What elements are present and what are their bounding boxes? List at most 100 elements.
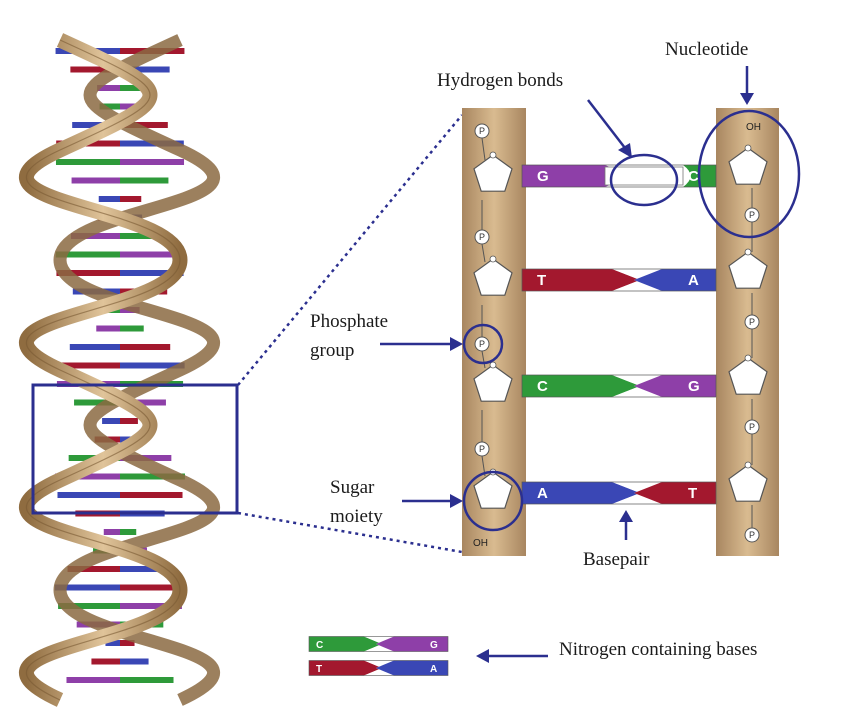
- double-helix: [19, 33, 220, 707]
- phosphate-symbol: P: [749, 317, 755, 327]
- helix-base-segment: [120, 233, 170, 239]
- basepair-label: Basepair: [583, 549, 650, 570]
- helix-base-segment: [71, 177, 120, 184]
- helix-base-segment: [120, 603, 182, 609]
- helix-base-segment: [96, 325, 120, 332]
- phosphate-group: P: [744, 314, 760, 330]
- base-left-bar: [522, 375, 640, 397]
- base-right-bar: [634, 269, 716, 291]
- legend-right-bar: [376, 636, 448, 652]
- helix-base-segment: [102, 418, 120, 424]
- helix-base-segment: [55, 159, 120, 165]
- base-right-letter: C: [688, 168, 699, 185]
- helix-base-segment: [70, 66, 120, 73]
- base-left-bar: [522, 269, 640, 291]
- helix-base-segment: [120, 325, 144, 332]
- sugar-ring: [473, 468, 513, 509]
- helix-base-segment: [120, 529, 137, 535]
- phosphate-highlight-circle: [462, 323, 504, 365]
- helix-base-segment: [120, 399, 166, 406]
- helix-strand-front-edge: [25, 39, 181, 701]
- helix-base-segment: [120, 85, 143, 91]
- hydroxyl-top-label: OH: [746, 122, 761, 133]
- legend-right-letter: A: [430, 664, 437, 675]
- helix-base-segment: [120, 66, 170, 73]
- helix-base-segment: [120, 677, 174, 683]
- base-left-bar: [522, 165, 619, 187]
- base-right-bar: [634, 375, 716, 397]
- helix-base-segment: [120, 270, 184, 276]
- helix-base-segment: [57, 492, 120, 498]
- legend-right-bar: [376, 660, 448, 676]
- helix-base-segment: [67, 566, 120, 572]
- helix-base-segment: [120, 640, 135, 646]
- zoom-connector-top: [237, 114, 463, 386]
- nucleotide-label: Nucleotide: [665, 39, 748, 60]
- helix-base-segment: [55, 251, 120, 258]
- phosphate-symbol: P: [479, 232, 485, 242]
- base-left-letter: T: [537, 272, 546, 289]
- nucleotide-arrow: [740, 66, 754, 105]
- helix-base-segment: [120, 196, 142, 202]
- phosphate-label-line1: Phosphate: [310, 311, 388, 332]
- helix-base-segment: [74, 399, 120, 406]
- helix-base-segment: [120, 103, 141, 110]
- helix-base-segment: [103, 529, 120, 535]
- phosphate-symbol: P: [749, 422, 755, 432]
- helix-base-segment: [120, 584, 186, 591]
- helix-base-segment: [120, 473, 185, 480]
- legend-left-bar: [309, 660, 382, 676]
- base-right-bar: [634, 482, 716, 504]
- helix-base-segment: [120, 362, 185, 369]
- sugar-ring: [728, 248, 768, 289]
- helix-base-segment: [120, 566, 173, 572]
- hydroxyl-bottom-label: OH: [473, 538, 488, 549]
- zoom-box: [31, 383, 239, 515]
- helix-base-segment: [99, 103, 120, 110]
- helix-base-segment: [120, 177, 169, 184]
- helix-base-segment: [120, 159, 185, 165]
- sugar-ring: [473, 255, 513, 296]
- phosphate-symbol: P: [479, 444, 485, 454]
- phosphate-arrow: [380, 337, 463, 351]
- phosphate-symbol: P: [479, 339, 485, 349]
- helix-base-segment: [120, 344, 171, 350]
- annotation-arrows: [380, 66, 754, 663]
- helix-base-segment: [55, 473, 120, 480]
- helix-base-segment: [55, 362, 121, 369]
- phosphate-group: P: [744, 527, 760, 543]
- helix-base-segment: [97, 85, 120, 91]
- helix-base-segment: [105, 640, 120, 646]
- helix-base-segment: [91, 658, 120, 665]
- phosphate-symbol: P: [749, 530, 755, 540]
- hydrogen-bonds-arrow: [587, 99, 632, 158]
- sugar-label-line2: moiety: [330, 506, 383, 527]
- nitrogen-bases-label: Nitrogen containing bases: [559, 639, 757, 660]
- base-right-letter: A: [688, 272, 699, 289]
- phosphate-group: P: [474, 229, 490, 245]
- helix-base-segment: [70, 233, 120, 239]
- sugar-ring: [473, 361, 513, 402]
- legend-left-letter: T: [316, 664, 322, 675]
- zoom-connector-bottom: [237, 511, 463, 554]
- sugar-ring: [728, 461, 768, 502]
- hydrogen-bond-highlight-circle: [609, 153, 679, 207]
- phosphate-group: P: [474, 336, 490, 352]
- sugar-ring: [728, 144, 768, 185]
- sugar-ring: [473, 151, 513, 192]
- legend-left-bar: [309, 636, 382, 652]
- phosphate-symbol: P: [749, 210, 755, 220]
- phosphate-group: P: [744, 419, 760, 435]
- nitrogen-bases-arrow: [476, 649, 548, 663]
- helix-base-segment: [120, 251, 185, 258]
- base-left-bar: [522, 482, 640, 504]
- helix-base-segment: [120, 122, 168, 128]
- phosphate-group: P: [474, 441, 490, 457]
- basepair-arrow: [619, 510, 633, 540]
- helix-base-segment: [120, 418, 138, 424]
